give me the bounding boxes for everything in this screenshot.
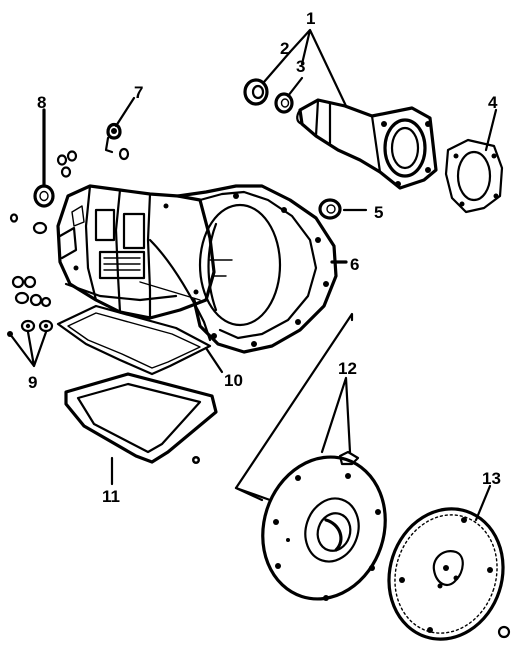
callout-labels: 1 2 3 4 5 6 7 8 9 10 11 12 13 [28, 9, 501, 506]
front-seal [318, 198, 342, 220]
callout-3: 3 [296, 57, 305, 76]
transmission-case [56, 184, 338, 354]
callout-13: 13 [482, 469, 501, 488]
callout-7: 7 [134, 83, 143, 102]
callout-4: 4 [488, 93, 498, 112]
callout-11: 11 [102, 487, 120, 506]
callout-1: 1 [306, 9, 315, 28]
flexplate [387, 507, 511, 641]
leader-lines [8, 28, 498, 522]
pan-gasket [56, 304, 212, 376]
callout-12: 12 [338, 359, 357, 378]
extension-seal [243, 78, 269, 106]
extension-gasket [444, 138, 504, 214]
part-7-fitting [104, 122, 130, 161]
extension-bushing [274, 92, 294, 114]
extension-housing [296, 98, 438, 190]
callout-8: 8 [37, 93, 46, 112]
callout-2: 2 [280, 39, 289, 58]
torque-converter [261, 450, 387, 601]
oil-pan [64, 372, 218, 464]
part-8-seal [9, 150, 78, 235]
callout-6: 6 [350, 255, 359, 274]
part-9-fittings [7, 275, 54, 337]
callout-10: 10 [224, 371, 243, 390]
callout-9: 9 [28, 373, 37, 392]
callout-5: 5 [374, 203, 383, 222]
